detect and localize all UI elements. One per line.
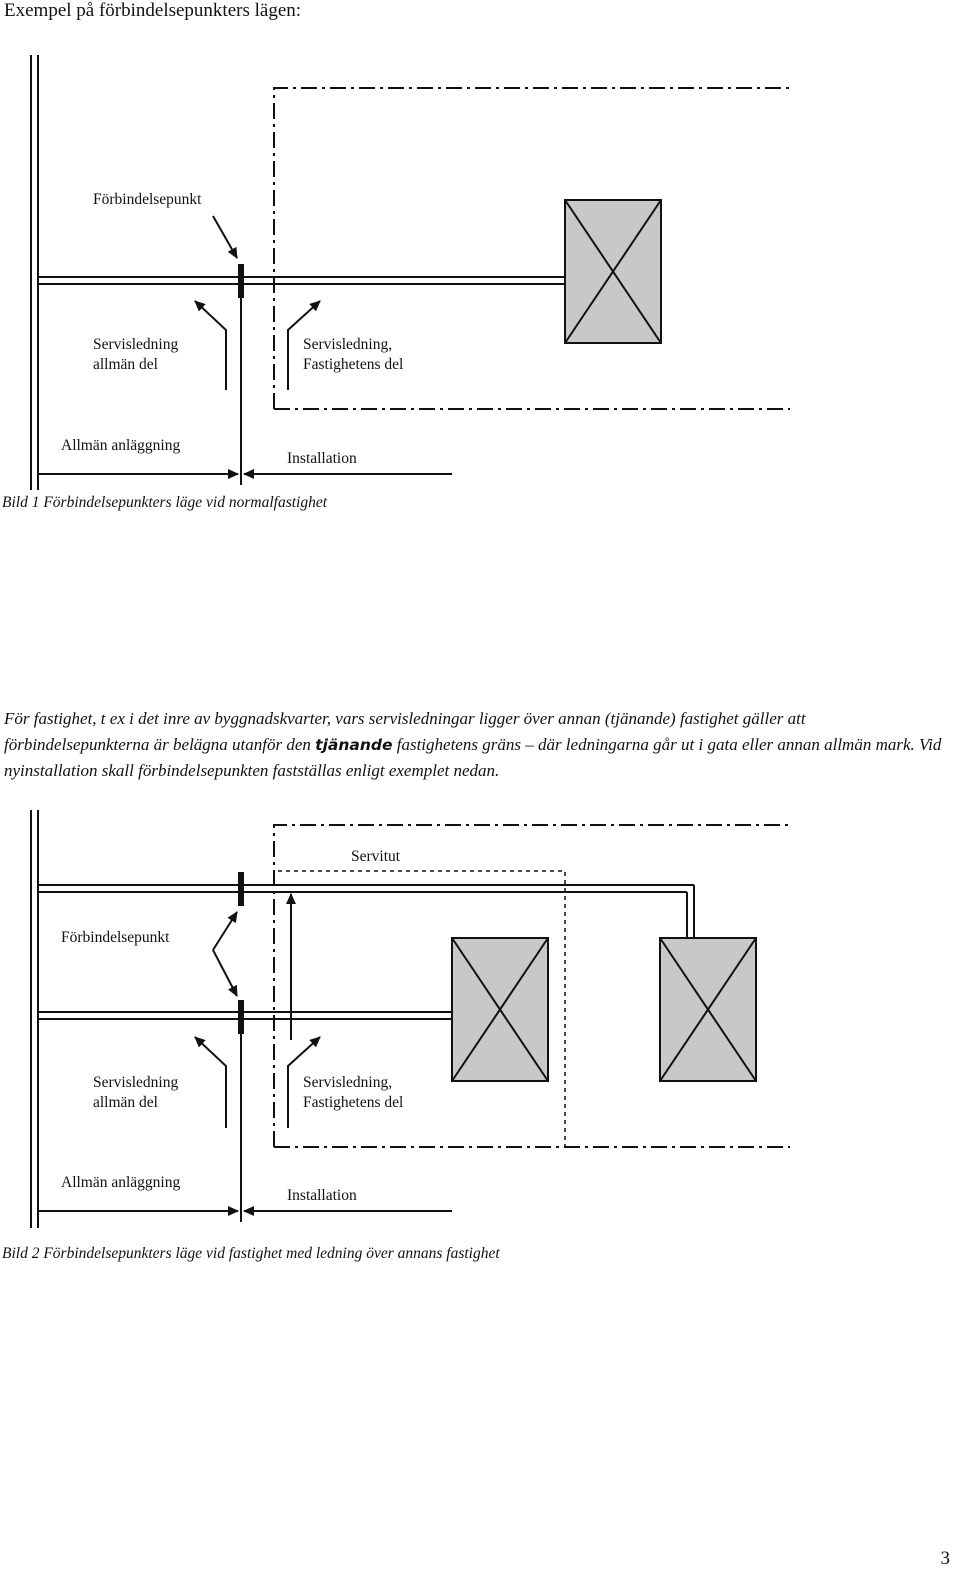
property-boundary (273, 87, 790, 410)
label-service-property-1a: Servisledning, (303, 336, 393, 353)
label-installation-1: Installation (287, 450, 357, 467)
building (564, 199, 662, 344)
connection-point-marker-lower (238, 1000, 244, 1034)
label-installation-2: Installation (287, 1187, 357, 1204)
explanation-paragraph: För fastighet, t ex i det inre av byggna… (4, 706, 954, 784)
paragraph-emphasis: tjänande (315, 736, 393, 754)
public-main-pipe (30, 55, 39, 490)
arrow-service-public (194, 300, 227, 390)
figure-2-caption: Bild 2 Förbindelsepunkters läge vid fast… (2, 1245, 500, 1262)
service-pipe (38, 276, 565, 285)
arrow-service-public (194, 1036, 227, 1128)
connection-point-marker (238, 264, 244, 298)
label-service-public-1b: allmän del (93, 356, 158, 373)
page-number: 3 (940, 1548, 951, 1569)
figure-1-diagram (30, 55, 790, 490)
label-service-public-2a: Servisledning (93, 1074, 179, 1091)
label-public-facility-1: Allmän anläggning (61, 437, 181, 454)
connection-point-marker-upper (238, 872, 244, 906)
building-serving (451, 937, 549, 1082)
label-public-facility-2: Allmän anläggning (61, 1174, 181, 1191)
arrow-service-property (287, 1036, 321, 1128)
label-connection-point-1: Förbindelsepunkt (93, 191, 202, 208)
paragraph-part-2: fastighetens gräns – där ledningarna går… (4, 735, 942, 780)
public-main-pipe (30, 810, 39, 1228)
label-connection-point-2: Förbindelsepunkt (61, 929, 170, 946)
arrow-connection-point (212, 215, 238, 259)
label-service-property-1b: Fastighetens del (303, 356, 404, 373)
service-pipe (38, 1011, 452, 1020)
arrow-connection-point-upper (212, 911, 238, 951)
paragraph-part-1: För fastighet, t ex i det inre av byggna… (4, 709, 806, 754)
arrow-service-property (287, 300, 321, 390)
label-servitude: Servitut (351, 848, 401, 865)
property-boundary (273, 824, 790, 1148)
figure-2-diagram (30, 810, 790, 1228)
label-service-public-1a: Servisledning (93, 336, 179, 353)
label-service-property-2b: Fastighetens del (303, 1094, 404, 1111)
arrow-connection-point-lower (212, 949, 238, 997)
service-pipe-servitude (38, 884, 695, 938)
figure-1-caption: Bild 1 Förbindelsepunkters läge vid norm… (2, 494, 328, 511)
building-dominant (659, 937, 757, 1082)
label-service-public-2b: allmän del (93, 1094, 158, 1111)
label-service-property-2a: Servisledning, (303, 1074, 393, 1091)
page-heading: Exempel på förbindelsepunkters lägen: (4, 0, 302, 21)
